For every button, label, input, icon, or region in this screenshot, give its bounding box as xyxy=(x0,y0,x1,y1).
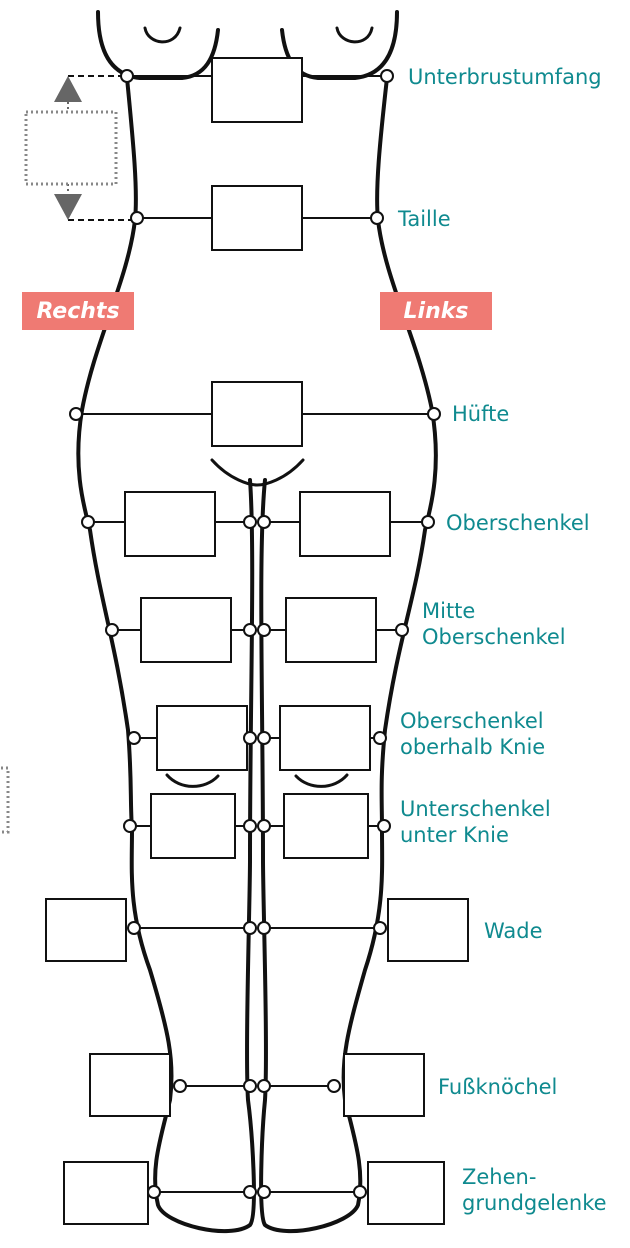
measure-row-huefte xyxy=(70,382,440,446)
measure-point xyxy=(82,516,94,528)
measure-point xyxy=(258,624,270,636)
measure-input-box[interactable] xyxy=(286,598,376,662)
measure-point xyxy=(378,820,390,832)
measure-point xyxy=(371,212,383,224)
measure-row-oberschenkel xyxy=(82,492,434,556)
measure-point xyxy=(244,820,256,832)
measure-input-box[interactable] xyxy=(212,58,302,122)
measure-input-box[interactable] xyxy=(280,706,370,770)
measure-point xyxy=(328,1080,340,1092)
measure-point xyxy=(244,1186,256,1198)
measure-point xyxy=(422,516,434,528)
measure-point xyxy=(258,1080,270,1092)
measure-point xyxy=(258,820,270,832)
measure-input-box[interactable] xyxy=(300,492,390,556)
measure-point xyxy=(258,516,270,528)
measure-point xyxy=(106,624,118,636)
measure-point xyxy=(174,1080,186,1092)
measure-input-box[interactable] xyxy=(368,1162,444,1224)
side-badge-right: Rechts xyxy=(22,292,134,330)
label-mitte-oberschenkel-line-2: Oberschenkel xyxy=(422,625,566,649)
measure-point xyxy=(70,408,82,420)
measure-point xyxy=(258,732,270,744)
measure-input-box[interactable] xyxy=(344,1054,424,1116)
label-fussknoechel: Fußknöchel xyxy=(438,1075,557,1099)
measure-point xyxy=(128,732,140,744)
measure-point xyxy=(381,70,393,82)
measure-row-unterschenkel xyxy=(124,794,390,858)
measure-input-box[interactable] xyxy=(284,794,368,858)
label-unterschenkel-line-2: unter Knie xyxy=(400,823,509,847)
label-oberschenkel-knie-line-2: oberhalb Knie xyxy=(400,735,545,759)
measure-input-box[interactable] xyxy=(46,899,126,961)
measure-point xyxy=(396,624,408,636)
measure-point xyxy=(148,1186,160,1198)
measure-point xyxy=(124,820,136,832)
measure-point xyxy=(428,408,440,420)
label-unterbrust: Unterbrustumfang xyxy=(408,65,602,89)
measure-input-box[interactable] xyxy=(388,899,468,961)
measure-point xyxy=(244,516,256,528)
measure-input-box[interactable] xyxy=(64,1162,148,1224)
measure-row-wade xyxy=(46,899,468,961)
measure-input-box[interactable] xyxy=(212,186,302,250)
measure-input-box[interactable] xyxy=(90,1054,170,1116)
label-taille: Taille xyxy=(397,207,451,231)
measure-input-box[interactable] xyxy=(151,794,235,858)
label-zehengrundgelenke-line-2: grundgelenke xyxy=(462,1191,607,1215)
label-wade: Wade xyxy=(484,919,543,943)
measure-point xyxy=(244,732,256,744)
side-badge-left: Links xyxy=(380,292,492,330)
measure-row-fussknoechel xyxy=(90,1054,424,1116)
measure-input-box[interactable] xyxy=(141,598,231,662)
label-mitte-oberschenkel-line-1: Mitte xyxy=(422,599,475,623)
measure-arrow xyxy=(26,76,135,220)
measure-row-mitte-oberschenkel xyxy=(106,598,408,662)
label-unterschenkel-line-1: Unterschenkel xyxy=(400,797,551,821)
svg-text:Links: Links xyxy=(404,299,469,324)
measure-point xyxy=(244,1080,256,1092)
measure-point xyxy=(258,922,270,934)
measure-point xyxy=(374,732,386,744)
dotted-marker xyxy=(0,768,8,832)
measure-input-box[interactable] xyxy=(157,706,247,770)
measure-row-oberschenkel-knie xyxy=(128,706,386,770)
measure-point xyxy=(354,1186,366,1198)
measure-point xyxy=(258,1186,270,1198)
measure-row-taille xyxy=(131,186,383,250)
measure-input-box[interactable] xyxy=(125,492,215,556)
measure-input-box[interactable] xyxy=(212,382,302,446)
measure-point xyxy=(374,922,386,934)
measure-point xyxy=(244,922,256,934)
measure-point xyxy=(131,212,143,224)
measure-point xyxy=(128,922,140,934)
label-zehengrundgelenke-line-1: Zehen- xyxy=(462,1165,536,1189)
label-oberschenkel: Oberschenkel xyxy=(446,511,590,535)
svg-text:Rechts: Rechts xyxy=(36,299,119,324)
measure-row-unterbrust xyxy=(121,58,393,122)
measure-point xyxy=(244,624,256,636)
measure-point xyxy=(121,70,133,82)
label-oberschenkel-knie-line-1: Oberschenkel xyxy=(400,709,544,733)
label-huefte: Hüfte xyxy=(452,402,509,426)
